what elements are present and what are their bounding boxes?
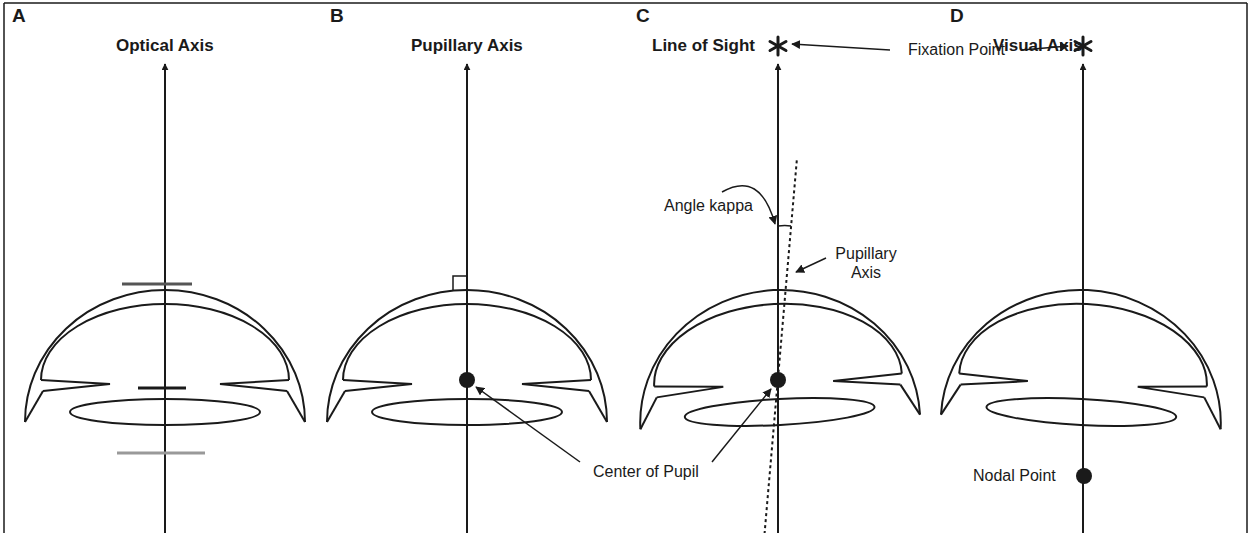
panel-letter: D (950, 6, 964, 25)
pupillary-axis-panel (327, 64, 607, 533)
callout-label: Angle kappa (664, 196, 753, 215)
callout-label: Nodal Point (973, 466, 1056, 485)
figure-frame (4, 3, 1247, 533)
leader-lines (476, 44, 1068, 462)
panel-title: Optical Axis (116, 36, 214, 55)
panel-title: Line of Sight (652, 36, 755, 55)
panel-title: Visual Axis (993, 36, 1083, 55)
optical-axis-panel (25, 64, 305, 533)
panel-letter: A (12, 6, 26, 25)
panel-letter: B (330, 6, 344, 25)
callout-label: Center of Pupil (593, 462, 699, 481)
panel-letter: C (636, 6, 650, 25)
visual-axis-panel (941, 37, 1228, 533)
panel-title: Pupillary Axis (411, 36, 523, 55)
callout-label: Fixation Point (908, 40, 1005, 59)
callout-label: Pupillary Axis (824, 244, 908, 282)
line-of-sight-panel (633, 37, 920, 533)
